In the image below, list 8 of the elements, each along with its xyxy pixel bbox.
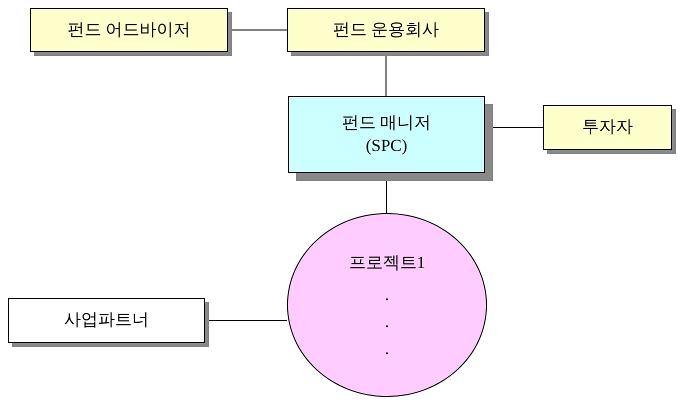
node-label: 펀드 매니저 xyxy=(342,112,432,134)
node-label: 펀드 어드바이저 xyxy=(67,18,191,41)
node-label: 사업파트너 xyxy=(64,309,149,332)
ellipsis-text: . . . xyxy=(384,284,390,360)
node-label: 투자자 xyxy=(582,116,633,138)
node-label: 펀드 운용회사 xyxy=(332,18,440,41)
node-label: (SPC) xyxy=(366,134,408,156)
node-label: 프로젝트1 xyxy=(348,252,426,274)
